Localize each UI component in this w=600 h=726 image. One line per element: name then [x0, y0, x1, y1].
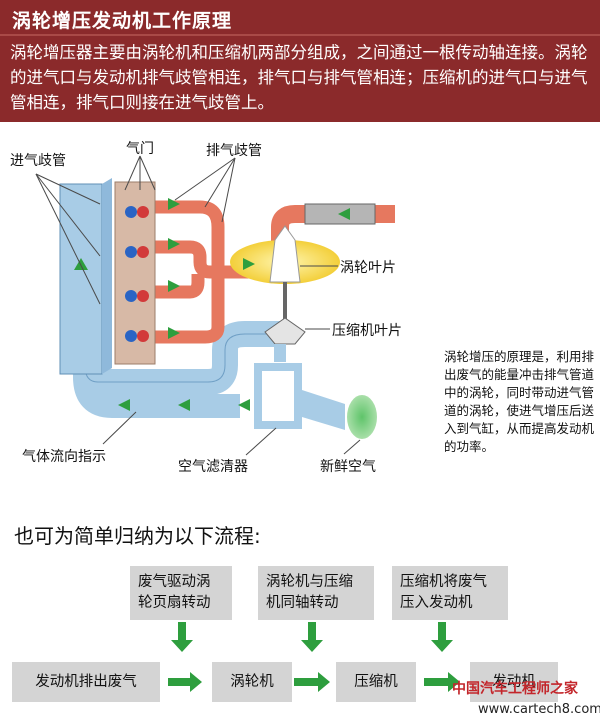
- down-arrow-1: [171, 622, 193, 652]
- flow-step-4: 发动机: [470, 662, 558, 702]
- watermark-url: www.cartech8.com: [478, 702, 600, 717]
- flow-arrows: [74, 198, 350, 411]
- fresh-air-duct: [302, 390, 345, 430]
- principle-text: 涡轮增压的原理是，利用排出废气的能量冲击排气管道中的涡轮，同时带动进气管道的涡轮…: [444, 349, 595, 454]
- label-flow-indicator: 气体流向指示: [22, 449, 106, 465]
- right-arrow-2: [294, 672, 330, 692]
- label-turbine-blades: 涡轮叶片: [340, 260, 396, 276]
- flow-step-2: 涡轮机: [212, 662, 292, 702]
- flow-step-3: 压缩机: [336, 662, 416, 702]
- intake-manifold-shape: [59, 183, 103, 375]
- page-title: 涡轮增压发动机工作原理: [12, 10, 233, 32]
- watermark-brand: 中国汽车工程师之家: [452, 681, 578, 697]
- flow-step-1: 发动机排出废气: [12, 662, 160, 702]
- turbo-diagram-graphic: [35, 155, 395, 456]
- compressor-wheel: [264, 317, 306, 345]
- air-filter: [254, 363, 302, 429]
- header-description: 涡轮增压器主要由涡轮机和压缩机两部分组成，之间通过一根传动轴连接。涡轮的进气口与…: [10, 43, 588, 112]
- label-air-filter: 空气滤清器: [178, 459, 248, 475]
- label-exhaust-manifold: 排气歧管: [206, 143, 262, 159]
- exhaust-outlet-pipe: [271, 205, 395, 267]
- label-compressor-blades: 压缩机叶片: [332, 323, 402, 339]
- down-arrow-3: [431, 622, 453, 652]
- right-arrow-3: [424, 672, 460, 692]
- flow-arrows-graphic: [168, 622, 460, 692]
- flow-note-1: 废气驱动涡轮页扇转动: [130, 566, 232, 620]
- header-divider: [0, 34, 600, 36]
- flow-note-2: 涡轮机与压缩机同轴转动: [258, 566, 374, 620]
- label-fresh-air: 新鲜空气: [320, 459, 376, 475]
- flow-heading: 也可为简单归纳为以下流程:: [14, 524, 261, 548]
- down-arrow-2: [301, 622, 323, 652]
- leader-lines: [35, 155, 361, 456]
- fresh-air-source: [347, 395, 377, 439]
- valve-pairs: [125, 206, 149, 342]
- turbo-diagram: 进气歧管 气门 排气歧管 涡轮叶片 压缩机叶片 气体流向指示 空气滤清器 新鲜空…: [0, 122, 600, 512]
- right-arrow-1: [168, 672, 202, 692]
- label-intake-manifold: 进气歧管: [10, 153, 66, 169]
- flow-note-3: 压缩机将废气压入发动机: [392, 566, 508, 620]
- header-banner: 涡轮增压发动机工作原理 涡轮增压器主要由涡轮机和压缩机两部分组成，之间通过一根传…: [0, 0, 600, 122]
- label-valves: 气门: [126, 141, 154, 157]
- intake-return-pipe: [73, 360, 240, 418]
